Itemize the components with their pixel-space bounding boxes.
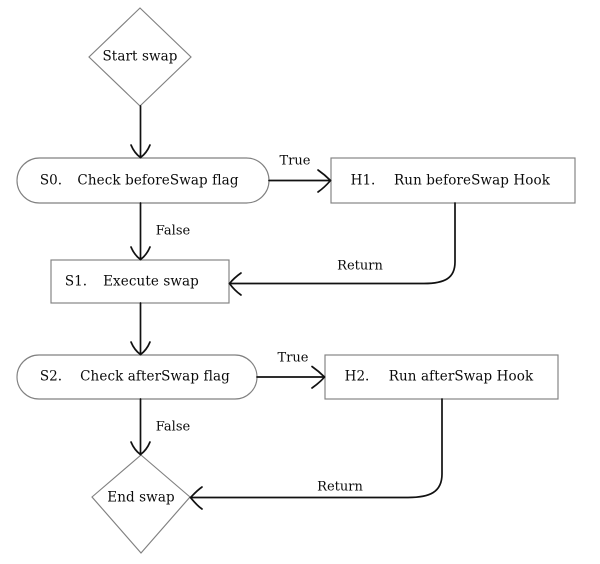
edge-label-false-afterswap: False bbox=[155, 419, 191, 435]
node-code-s0: S0. bbox=[39, 172, 63, 189]
edge-s2-to-end bbox=[130, 398, 151, 456]
node-label-h2: Run afterSwap Hook bbox=[388, 368, 534, 385]
edge-label-true-afterswap: True bbox=[277, 350, 309, 366]
node-shape-h1[interactable] bbox=[330, 157, 576, 204]
node-label-s1: Execute swap bbox=[103, 273, 199, 290]
edge-s0-to-h1 bbox=[268, 169, 332, 193]
node-code-s1: S1. bbox=[64, 273, 88, 290]
node-code-h1: H1. bbox=[350, 172, 376, 189]
edge-label-true-beforeswap: True bbox=[279, 153, 311, 169]
edge-h1-to-s1 bbox=[228, 202, 456, 296]
node-code-h2: H2. bbox=[344, 368, 370, 385]
edge-h2-to-end bbox=[189, 398, 443, 510]
node-label-end-swap: End swap bbox=[107, 489, 175, 506]
node-label-s0: Check beforeSwap flag bbox=[77, 172, 239, 189]
edge-label-return-h2: Return bbox=[317, 479, 363, 495]
node-label-start-swap: Start swap bbox=[102, 48, 178, 65]
edge-label-return-h1: Return bbox=[337, 258, 383, 274]
node-shape-end-swap[interactable] bbox=[91, 454, 191, 554]
edge-s2-to-h2 bbox=[256, 365, 326, 389]
node-label-s2: Check afterSwap flag bbox=[80, 368, 230, 385]
edge-label-false-beforeswap: False bbox=[155, 223, 191, 239]
edge-start-to-s0 bbox=[130, 105, 151, 159]
edge-s0-to-s1 bbox=[130, 202, 151, 261]
edge-s1-to-s2 bbox=[130, 302, 151, 356]
node-code-s2: S2. bbox=[39, 368, 63, 385]
node-label-h1: Run beforeSwap Hook bbox=[394, 172, 550, 189]
